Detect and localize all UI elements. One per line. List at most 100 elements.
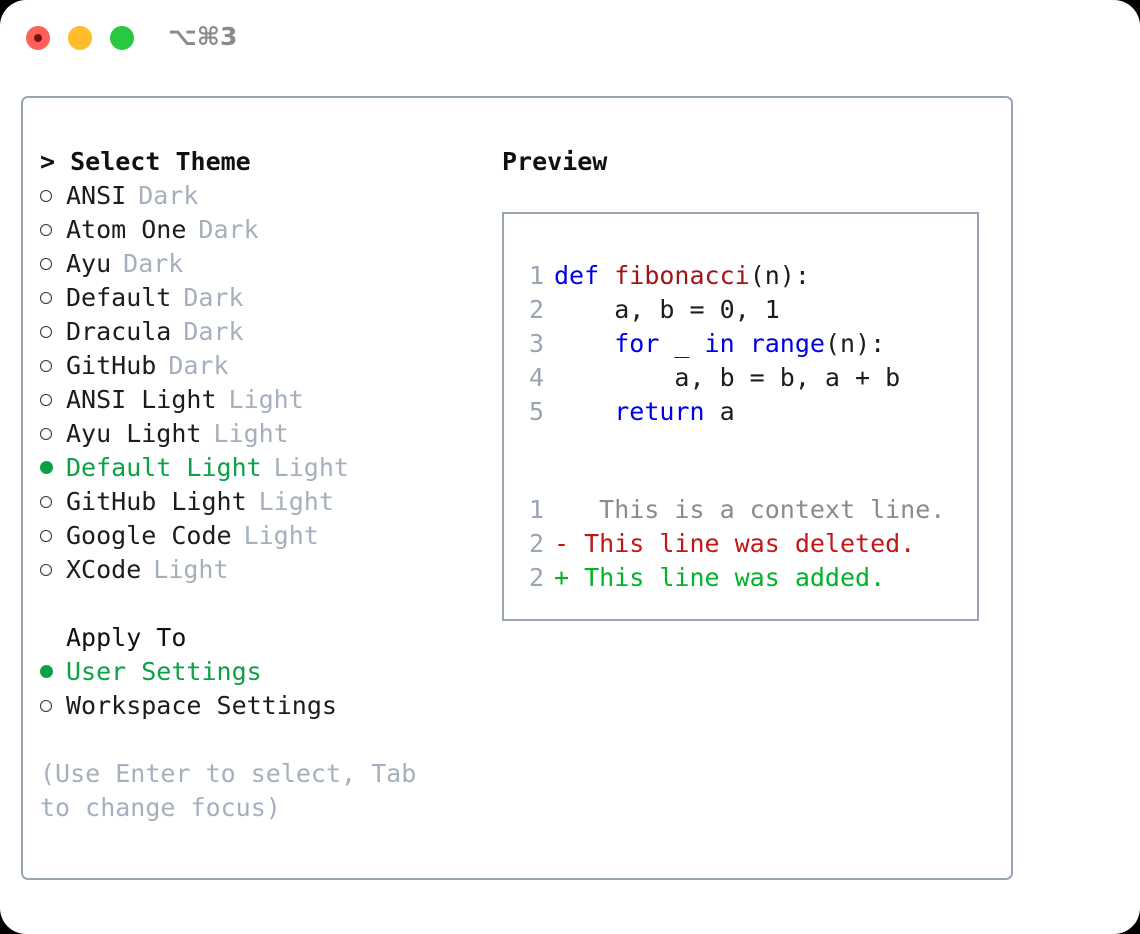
theme-option-radio: [40, 417, 66, 451]
diff-line: 2+ This line was added.: [518, 561, 973, 595]
line-number: 2: [528, 563, 544, 592]
apply-to-option-label: Workspace Settings: [66, 691, 337, 720]
code-token: fibonacci: [614, 261, 750, 290]
radio-unselected-icon: [40, 291, 52, 304]
theme-option-label: Ayu: [66, 249, 112, 278]
theme-option-radio: [40, 553, 66, 587]
close-icon: [34, 34, 42, 42]
theme-option-tag: Dark: [183, 317, 244, 346]
theme-option-tag: Dark: [123, 249, 184, 278]
apply-to-option-user-settings[interactable]: User Settings: [40, 655, 490, 689]
radio-unselected-icon: [40, 495, 52, 508]
theme-option-google-code[interactable]: Google Code Light: [40, 519, 490, 553]
theme-option-tag: Dark: [168, 351, 229, 380]
theme-option-radio: [40, 179, 66, 213]
code-token: [554, 329, 614, 358]
select-theme-header: > Select Theme: [40, 147, 251, 176]
theme-option-radio: [40, 485, 66, 519]
radio-selected-icon: [40, 461, 53, 474]
theme-option-label: Default Light: [66, 453, 262, 482]
line-number: 1: [528, 495, 544, 524]
minimize-window-button[interactable]: [68, 26, 92, 50]
theme-option-tag: Light: [243, 521, 319, 550]
radio-unselected-icon: [40, 529, 52, 542]
line-number: 2: [528, 529, 544, 558]
theme-option-radio: [40, 281, 66, 315]
diff-line: 2- This line was deleted.: [518, 527, 973, 561]
keyboard-shortcut-label: ⌥⌘3: [168, 22, 238, 51]
maximize-window-button[interactable]: [110, 26, 134, 50]
code-token: a, b = b, a + b: [554, 363, 901, 392]
apply-to-option-workspace-settings[interactable]: Workspace Settings: [40, 689, 490, 723]
theme-option-radio: [40, 315, 66, 349]
code-token: range: [749, 329, 825, 358]
code-line: 2 a, b = 0, 1: [518, 293, 973, 327]
theme-option-radio: [40, 247, 66, 281]
theme-option-tag: Light: [213, 419, 289, 448]
theme-option-radio: [40, 383, 66, 417]
code-token: [554, 397, 614, 426]
theme-option-radio: [40, 349, 66, 383]
code-token: _: [659, 329, 705, 358]
apply-to-option-radio: [40, 655, 66, 689]
theme-option-label: GitHub: [66, 351, 157, 380]
theme-option-label: Dracula: [66, 317, 172, 346]
theme-option-label: ANSI: [66, 181, 127, 210]
radio-unselected-icon: [40, 563, 52, 576]
code-token: [735, 329, 750, 358]
theme-option-label: Google Code: [66, 521, 232, 550]
radio-unselected-icon: [40, 359, 52, 372]
diff-sample: 1 This is a context line.2- This line wa…: [518, 493, 973, 595]
theme-option-label: Default: [66, 283, 172, 312]
theme-option-tag: Dark: [138, 181, 199, 210]
code-token: for: [614, 329, 660, 358]
theme-option-default-light[interactable]: Default Light Light: [40, 451, 490, 485]
code-token: (n):: [749, 261, 810, 290]
diff-line: 1 This is a context line.: [518, 493, 973, 527]
code-token: a, b = 0, 1: [554, 295, 780, 324]
line-number: 5: [528, 397, 544, 426]
theme-option-tag: Light: [153, 555, 229, 584]
radio-unselected-icon: [40, 257, 52, 270]
theme-option-ayu[interactable]: Ayu Dark: [40, 247, 490, 281]
radio-unselected-icon: [40, 427, 52, 440]
radio-unselected-icon: [40, 325, 52, 338]
theme-option-radio: [40, 213, 66, 247]
theme-option-radio: [40, 451, 66, 485]
radio-unselected-icon: [40, 223, 52, 236]
theme-option-tag: Light: [273, 453, 349, 482]
apply-to-option-label: User Settings: [66, 657, 262, 686]
code-token: def: [554, 261, 615, 290]
line-number: 4: [528, 363, 544, 392]
theme-option-tag: Light: [228, 385, 304, 414]
line-number: 3: [528, 329, 544, 358]
radio-unselected-icon: [40, 393, 52, 406]
traffic-light-buttons: [26, 26, 134, 50]
theme-option-ansi[interactable]: ANSI Dark: [40, 179, 490, 213]
diff-text: This is a context line.: [554, 495, 946, 524]
code-line: 4 a, b = b, a + b: [518, 361, 973, 395]
close-window-button[interactable]: [26, 26, 50, 50]
code-token: (n):: [824, 329, 886, 358]
theme-option-github[interactable]: GitHub Dark: [40, 349, 490, 383]
title-bar: ⌥⌘3: [0, 0, 1140, 78]
theme-option-dracula[interactable]: Dracula Dark: [40, 315, 490, 349]
radio-unselected-icon: [40, 189, 52, 202]
radio-selected-icon: [40, 665, 53, 678]
